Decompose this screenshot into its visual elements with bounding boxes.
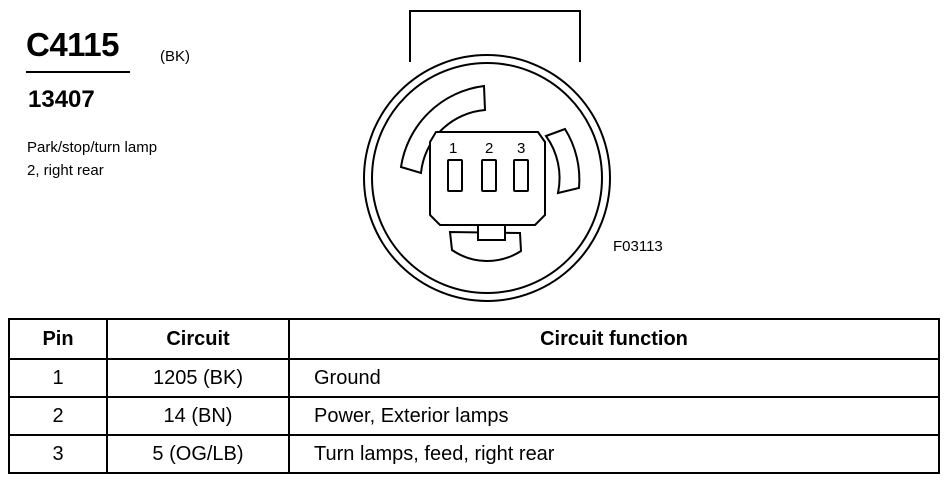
table-row: 1 1205 (BK) Ground — [8, 358, 940, 398]
pinout-table: Pin Circuit Circuit function 1 1205 (BK)… — [8, 318, 940, 474]
right-lock-arc — [544, 127, 581, 195]
pin-cell: 3 — [8, 434, 108, 474]
header-circuit: Circuit — [106, 318, 290, 360]
pin-terminal-1 — [447, 159, 463, 192]
pin-label-3: 3 — [517, 140, 525, 157]
pin-label-1: 1 — [449, 140, 457, 157]
bottom-key-notch — [477, 224, 506, 241]
pin-cell: 1 — [8, 358, 108, 398]
connector-id: C4115 — [26, 26, 119, 63]
connector-face-diagram: 1 2 3 — [363, 10, 611, 302]
circuit-cell: 1205 (BK) — [106, 358, 290, 398]
circuit-cell: 5 (OG/LB) — [106, 434, 290, 474]
table-header-row: Pin Circuit Circuit function — [8, 318, 940, 360]
figure-id: F03113 — [613, 238, 663, 255]
pin-cell: 2 — [8, 396, 108, 436]
pin-label-2: 2 — [485, 140, 493, 157]
function-cell: Turn lamps, feed, right rear — [288, 434, 940, 474]
description-line-2: 2, right rear — [27, 162, 104, 179]
function-cell: Power, Exterior lamps — [288, 396, 940, 436]
header-function: Circuit function — [288, 318, 940, 360]
pin-terminal-2 — [481, 159, 497, 192]
header-pin: Pin — [8, 318, 108, 360]
connector-color: (BK) — [160, 48, 190, 65]
table-row: 2 14 (BN) Power, Exterior lamps — [8, 396, 940, 436]
connector-top-tab — [409, 10, 581, 62]
table-row: 3 5 (OG/LB) Turn lamps, feed, right rear — [8, 434, 940, 474]
part-number: 13407 — [28, 86, 95, 113]
function-cell: Ground — [288, 358, 940, 398]
circuit-cell: 14 (BN) — [106, 396, 290, 436]
connector-inner-ring — [371, 62, 603, 294]
description-line-1: Park/stop/turn lamp — [27, 139, 158, 156]
connector-id-underline — [26, 71, 130, 73]
pin-terminal-3 — [513, 159, 529, 192]
